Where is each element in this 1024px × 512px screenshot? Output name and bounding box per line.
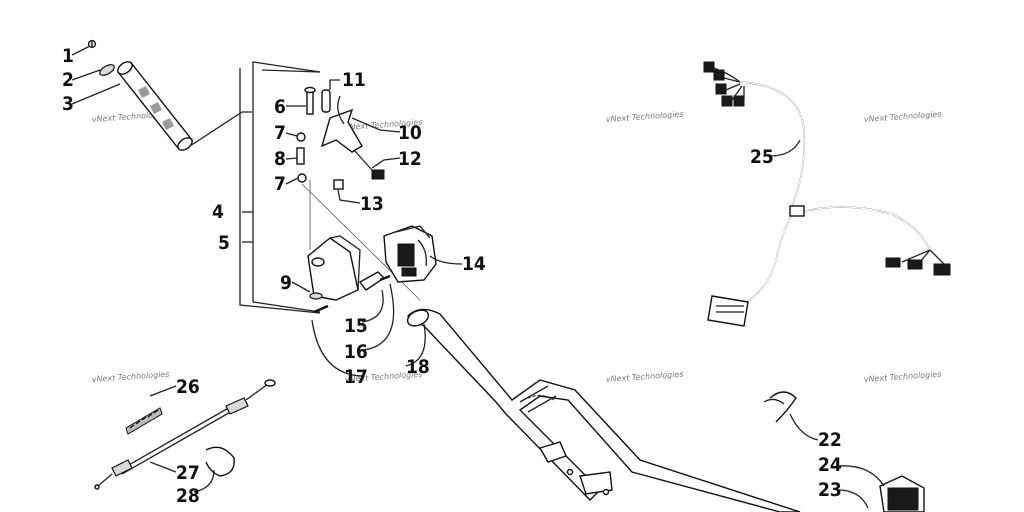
- callout-11: 11: [342, 69, 366, 91]
- watermark-text: vNext Technologies: [864, 110, 942, 124]
- callout-5: 5: [218, 232, 230, 254]
- watermark-text: vNext Technologies: [606, 110, 684, 124]
- callouts: 1 2 3 4 5 6 7 7 8 9 10 11 12 13 14 15 16…: [62, 45, 842, 507]
- end-cap-part: [99, 64, 115, 76]
- callout-26: 26: [176, 376, 200, 398]
- callout-23: 23: [818, 479, 842, 501]
- callout-28: 28: [176, 485, 200, 507]
- assembly-brackets: [239, 61, 321, 314]
- callout-6: 6: [274, 96, 286, 118]
- connector-part: [371, 169, 385, 180]
- heated-grip-parts: [763, 391, 925, 512]
- watermark-text: vNext Technologies: [864, 370, 942, 384]
- clip-ring-part: [205, 446, 235, 477]
- callout-22: 22: [818, 429, 842, 451]
- callout-18: 18: [406, 356, 430, 378]
- callout-25: 25: [750, 146, 774, 168]
- watermark-text: vNext Technologies: [92, 370, 170, 384]
- callout-16: 16: [344, 341, 368, 363]
- callout-24: 24: [818, 454, 842, 476]
- throttle-grip-assembly: [87, 39, 252, 151]
- switch-housing: [383, 225, 437, 283]
- handlebar: [406, 308, 801, 512]
- callout-10: 10: [398, 122, 422, 144]
- harness-connector-part: [707, 295, 749, 327]
- washer-part: [296, 132, 306, 142]
- leader-lines: [71, 45, 885, 509]
- wiring-harness: [703, 61, 951, 327]
- washer-part: [309, 292, 323, 300]
- callout-8: 8: [274, 148, 286, 170]
- clip-part: [358, 271, 386, 291]
- callout-7: 7: [274, 122, 286, 144]
- callout-15: 15: [344, 315, 368, 337]
- callout-4: 4: [212, 201, 224, 223]
- pin-part: [306, 89, 314, 115]
- callout-9: 9: [280, 272, 292, 294]
- washer-part: [297, 173, 307, 183]
- cable-sleeve-part: [125, 407, 163, 435]
- watermark-text: vNext Technologies: [606, 370, 684, 384]
- callout-1: 1: [62, 45, 74, 67]
- callout-13: 13: [360, 193, 384, 215]
- callout-7: 7: [274, 173, 286, 195]
- callout-27: 27: [176, 462, 200, 484]
- callout-17: 17: [344, 366, 368, 388]
- callout-3: 3: [62, 93, 74, 115]
- housing-part: [307, 237, 359, 301]
- callout-12: 12: [398, 148, 422, 170]
- throttle-housing: [307, 235, 391, 314]
- throttle-lever-part: [320, 108, 363, 153]
- callout-2: 2: [62, 69, 74, 91]
- bushing-part: [296, 147, 305, 165]
- throttle-cable: [94, 379, 276, 490]
- callout-14: 14: [462, 253, 486, 275]
- block-part: [333, 179, 344, 190]
- screw-part: [313, 304, 329, 314]
- sleeve-part: [321, 89, 331, 113]
